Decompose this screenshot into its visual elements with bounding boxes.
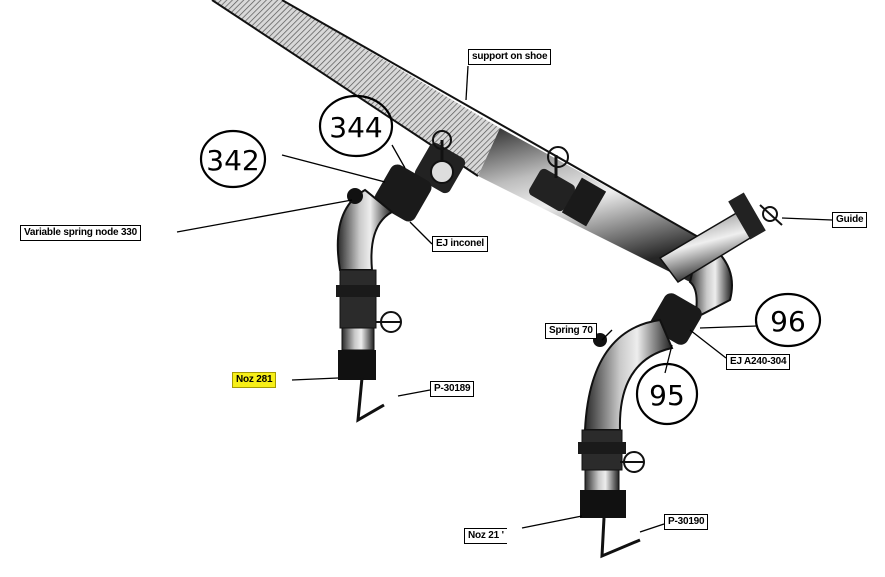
label-support-on-shoe: support on shoe [468,49,552,65]
handwritten-344-text: 344 [329,111,382,144]
label-guide: Guide [832,212,868,228]
label-p-30189: P-30189 [430,381,475,397]
handwritten-95-text: 95 [649,379,685,412]
label-spring-70: Spring 70 [545,323,597,339]
label-noz-281: Noz 281 [232,372,277,388]
label-ej-inconel: EJ inconel [432,236,489,252]
leader-lines [176,65,833,533]
handwritten-344: 344 [318,94,394,158]
handwritten-342-text: 342 [206,144,259,177]
label-ej-a240-304: EJ A240-304 [726,354,791,370]
label-variable-spring-node-330: Variable spring node 330 [20,225,142,241]
label-noz-21: Noz 21 ' [464,528,507,544]
handwritten-342: 342 [199,129,267,189]
header-pipe [211,0,733,320]
left-branch-pipe [336,164,432,423]
handwritten-96: 96 [754,292,822,348]
handwritten-95: 95 [635,362,699,426]
handwritten-96-text: 96 [770,305,806,338]
right-branch-pipe [578,293,702,559]
label-p-30190: P-30190 [664,514,709,530]
header-valves [414,130,607,227]
guide-branch [658,192,783,283]
